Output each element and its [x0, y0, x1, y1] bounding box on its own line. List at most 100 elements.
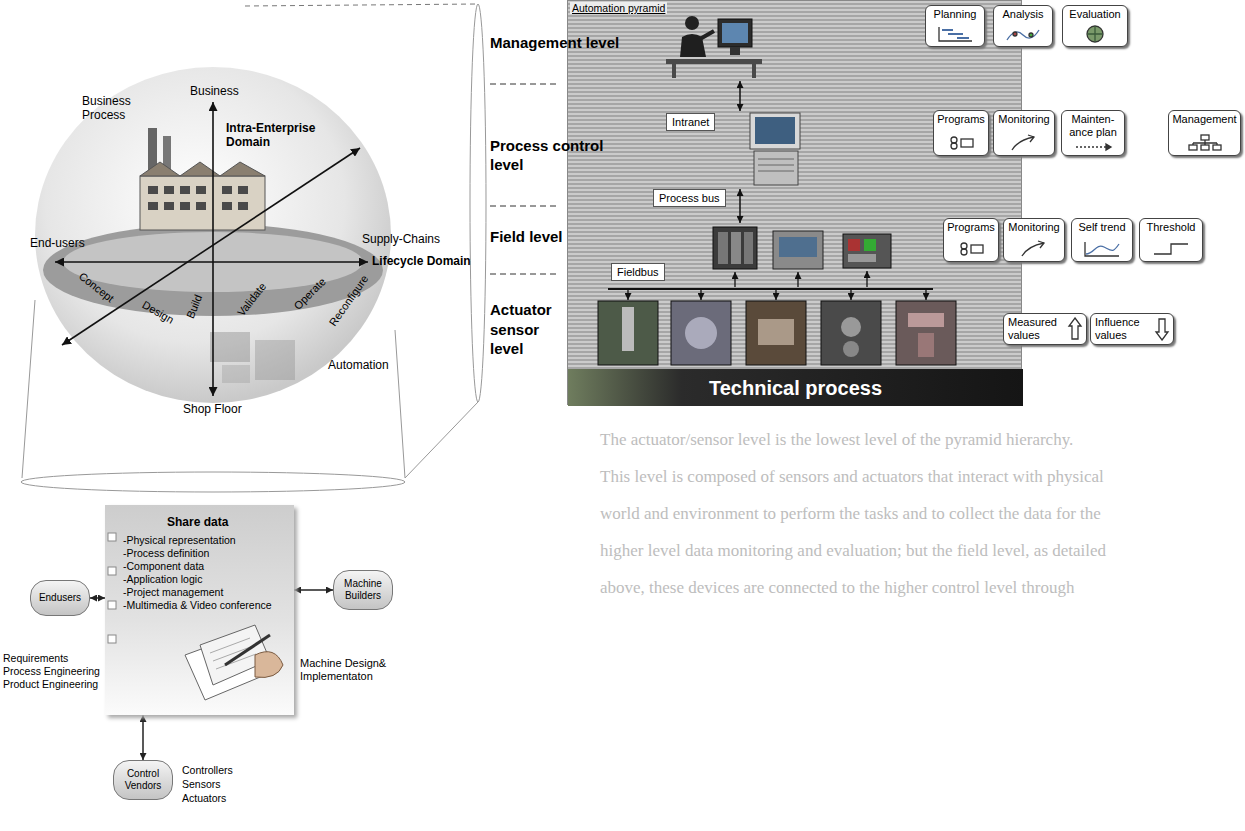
data-exchange-arrow: [294, 589, 333, 591]
pyramid-panel: Automation pyramidIntranetProcess busFie…: [567, 0, 1022, 405]
body-text: world and environment to perform the tas…: [600, 504, 1101, 524]
axis-horizontal: [55, 261, 368, 263]
tool-icon: [1073, 142, 1113, 152]
axis-vertical: [212, 102, 214, 396]
role-label: Product Engineering: [3, 678, 98, 691]
node-text: Fieldbus: [617, 265, 659, 279]
node-text: Intranet: [672, 115, 709, 129]
node-text: Measured values: [1008, 316, 1062, 342]
node-text: Share data: [167, 515, 228, 530]
body-text: above, these devices are connected to th…: [600, 578, 1074, 598]
tool-box: Analysis: [993, 5, 1053, 47]
data-exchange-arrow: [142, 715, 144, 760]
tool-icon: [941, 134, 981, 152]
node-text: Control Vendors: [120, 768, 166, 792]
phase-label: Reconfigure: [327, 273, 372, 329]
node-text: Endusers: [39, 592, 81, 604]
node-text: Automation pyramid: [570, 2, 667, 14]
tool-box: Programs: [943, 218, 999, 262]
domain-label: Intra-Enterprise Domain: [226, 121, 338, 150]
value-box: Influence values: [1090, 313, 1174, 345]
axis-label: Supply-Chains: [362, 232, 440, 246]
value-box: Measured values: [1003, 313, 1087, 345]
tool-icon: [1067, 317, 1083, 341]
body-text: This level is composed of sensors and ac…: [600, 467, 1104, 487]
tool-box: Programs: [933, 110, 989, 156]
party-box: Endusers: [30, 580, 90, 616]
tool-box: Management: [1168, 110, 1241, 156]
level-label: Actuator sensor level: [490, 300, 566, 359]
network-label-box: Fieldbus: [611, 263, 665, 281]
list-item: -Process definition: [123, 547, 209, 560]
list-item: -Application logic: [123, 573, 202, 586]
domain-label: Lifecycle Domain: [372, 254, 471, 268]
tool-icon: [1151, 240, 1191, 258]
body-text: higher level data monitoring and evaluat…: [600, 541, 1106, 561]
node-text: Evaluation: [1069, 8, 1120, 21]
phase-label: Design: [140, 298, 176, 327]
role-label: Requirements: [3, 652, 68, 665]
axis-label: Shop Floor: [183, 402, 242, 416]
tool-icon: [1075, 25, 1115, 43]
node-text: Monitoring: [1008, 221, 1059, 234]
list-item: -Physical representation: [123, 534, 236, 547]
body-text: The actuator/sensor level is the lowest …: [600, 430, 1073, 450]
tool-icon: [1004, 134, 1044, 152]
node-text: Programs: [947, 221, 995, 234]
phase-label: Validate: [235, 280, 269, 319]
tool-box: Evaluation: [1062, 5, 1128, 47]
node-text: Threshold: [1147, 221, 1196, 234]
zoom-lens: [470, 4, 486, 402]
node-text: Programs: [937, 113, 985, 126]
role-label: Actuators: [182, 792, 226, 805]
role-label: Controllers: [182, 764, 233, 777]
tool-box: Mainten- ance plan: [1061, 110, 1125, 156]
data-exchange-arrow: [90, 597, 105, 599]
role-label: Process Engineering: [3, 665, 100, 678]
role-label: Machine Design& Implementaton: [300, 657, 400, 683]
axis-label: Business Process: [82, 94, 140, 123]
node-text: Analysis: [1003, 8, 1044, 21]
axis-diagonal: [62, 148, 360, 345]
share-data-box: Share data -Physical representation-Proce…: [105, 505, 294, 715]
list-item: -Multimedia & Video conference: [123, 599, 272, 612]
node-text: Process bus: [659, 191, 720, 205]
tool-box: Planning: [925, 5, 985, 47]
node-text: Management: [1172, 113, 1236, 126]
tool-icon: [1154, 317, 1170, 341]
level-label: Field level: [490, 228, 563, 246]
level-label: Process control level: [490, 136, 615, 174]
phase-label: Concept: [76, 270, 116, 306]
tool-box: Monitoring: [1003, 218, 1065, 262]
list-item: -Project management: [123, 586, 223, 599]
node-text: Influence values: [1095, 316, 1149, 342]
level-separator: [490, 84, 560, 274]
axis-label: Business: [190, 84, 239, 98]
node-text: Self trend: [1078, 221, 1125, 234]
node-text: Planning: [934, 8, 977, 21]
tool-box: Self trend: [1071, 218, 1133, 262]
tool-icon: [1082, 240, 1122, 258]
tool-icon: [1003, 25, 1043, 43]
list-item: -Component data: [123, 560, 204, 573]
shop-floor-illustration: [210, 332, 295, 383]
axis-label: End-users: [30, 236, 85, 250]
party-box: Machine Builders: [333, 570, 393, 610]
tool-box: Threshold: [1139, 218, 1203, 262]
party-box: Control Vendors: [113, 760, 173, 800]
zoom-line: [245, 4, 478, 6]
pyramid-illustration: [568, 1, 1023, 406]
tool-icon: [1014, 240, 1054, 258]
process-band: Technical process: [568, 369, 1023, 406]
tool-icon: [1185, 134, 1225, 152]
phase-label: Build: [184, 293, 205, 321]
node-text: Machine Builders: [340, 578, 386, 602]
node-text: Technical process: [709, 376, 882, 400]
axis-label: Automation: [328, 358, 389, 372]
network-label-box: Intranet: [666, 113, 715, 131]
tool-icon: [935, 25, 975, 43]
tool-box: Monitoring: [993, 110, 1055, 156]
node-text: Mainten- ance plan: [1065, 113, 1121, 139]
phase-label: Operate: [291, 275, 328, 312]
